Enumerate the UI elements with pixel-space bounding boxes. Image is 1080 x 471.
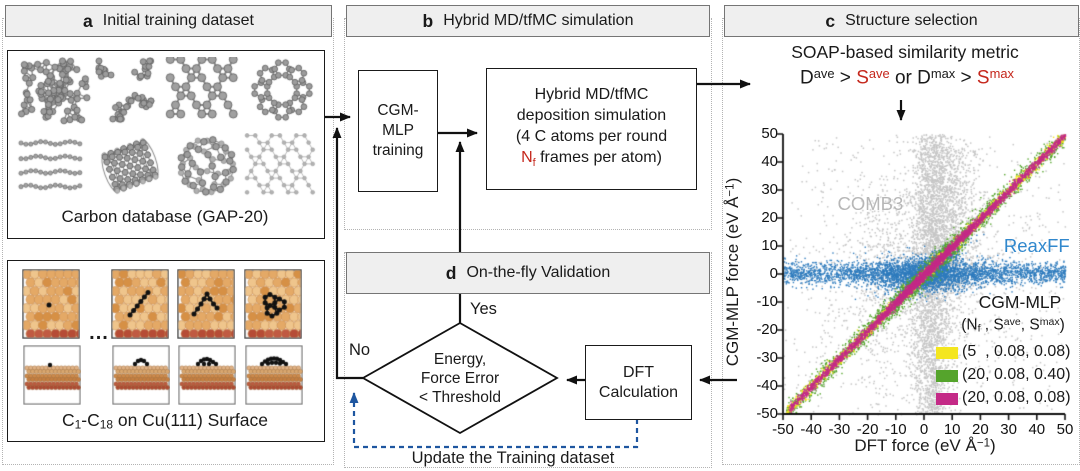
carbon-nanoring <box>244 57 320 125</box>
cu-slab-topview-carbon-chain <box>111 269 169 339</box>
no-label: No <box>349 341 371 359</box>
soap-metric-subtitle: SOAP-based similarity metric <box>791 42 1019 62</box>
xtick-label: 40 <box>1028 421 1046 438</box>
diamond-label: Energy,Force Error< Threshold <box>418 351 501 406</box>
ytick-label: 50 <box>761 125 778 142</box>
header-b-letter: b <box>422 10 434 31</box>
legend-swatch <box>936 393 958 405</box>
cu-slab-sideview-single-atom <box>23 345 81 405</box>
ytick-label: -40 <box>756 377 778 394</box>
update-dataset-label: Update the Training dataset <box>411 449 615 467</box>
xtick-label: 50 <box>1056 421 1074 438</box>
legend-swatch <box>936 370 958 382</box>
legend-entry-label: (20, 0.08, 0.40) <box>962 366 1071 383</box>
cu-slab-sideview-branched-cluster <box>178 345 236 405</box>
header-a-letter: a <box>83 10 93 31</box>
arrow-update-dataset-dashed <box>349 392 639 449</box>
header-d: d On-the-fly Validation <box>346 252 710 294</box>
cu-slab-sideview-carbon-chain <box>112 345 170 405</box>
header-a-title: Initial training dataset <box>102 12 254 29</box>
ytick-label: -50 <box>756 405 778 422</box>
fullerene <box>169 133 245 201</box>
xtick-label: -30 <box>828 421 851 438</box>
ytick-label: 0 <box>769 265 778 282</box>
header-b-title: Hybrid MD/tfMC simulation <box>443 12 634 29</box>
header-b: b Hybrid MD/tfMC simulation <box>346 5 710 37</box>
carbon-nanotube <box>93 133 169 201</box>
legend-entry-label: (20, 0.08, 0.08) <box>962 389 1071 406</box>
xtick-label: 10 <box>943 421 961 438</box>
legend-swatch <box>936 347 958 359</box>
ellipsis: ... <box>89 322 109 344</box>
header-d-letter: d <box>445 262 457 283</box>
ytick-label: -20 <box>756 321 778 338</box>
ytick-label: 10 <box>761 237 778 254</box>
series-label-comb3: COMB3 <box>837 193 904 214</box>
xtick-label: 20 <box>972 421 989 438</box>
xtick-label: -40 <box>800 421 823 438</box>
x-axis-label: DFT force (eV Å−1) <box>854 436 996 455</box>
header-c-letter: c <box>825 10 836 31</box>
carbon-database-caption: Carbon database (GAP-20) <box>61 207 269 226</box>
legend-title: CGM-MLP <box>978 292 1062 312</box>
xtick-label: -10 <box>884 421 907 438</box>
cu-slab-sideview-ring-cluster <box>245 345 303 405</box>
amorphous-carbon <box>16 57 92 125</box>
graphene-sheet <box>243 133 319 201</box>
ytick-label: 30 <box>761 181 778 198</box>
header-d-title: On-the-fly Validation <box>466 264 611 281</box>
xtick-label: 0 <box>919 421 929 438</box>
scatter-plot-canvas <box>758 124 1074 424</box>
branched-carbon-clusters <box>95 57 171 125</box>
cu-surface-caption: C1-C18 on Cu(111) Surface <box>62 410 268 432</box>
legend-header: (Nf , Save, Smax) <box>961 316 1065 335</box>
ytick-label: 40 <box>761 153 778 170</box>
header-a: a Initial training dataset <box>5 5 332 37</box>
similarity-formula: Dave > Save or Dmax > Smax <box>799 66 1014 89</box>
header-c: c Structure selection <box>724 5 1079 37</box>
cu-slab-topview-branched-cluster <box>177 269 235 339</box>
ytick-label: 20 <box>761 209 778 226</box>
header-c-title: Structure selection <box>845 12 978 29</box>
ytick-label: -10 <box>756 293 778 310</box>
arrow-no-feedback-loop <box>332 127 363 380</box>
xtick-label: -20 <box>856 421 879 438</box>
xtick-label: -50 <box>772 421 794 438</box>
graphene-flake <box>165 57 241 125</box>
yes-label: Yes <box>470 300 497 318</box>
ytick-label: -30 <box>756 349 778 366</box>
legend-entry-label: (5 , 0.08, 0.08) <box>962 343 1071 360</box>
series-label-reaxff: ReaxFF <box>1003 235 1070 256</box>
deposition-box-lastline: Nf frames per atom) <box>521 149 662 169</box>
carbon-chains <box>16 133 92 201</box>
cu-slab-topview-ring-cluster <box>244 269 302 339</box>
decision-diamond <box>361 321 559 435</box>
xtick-label: 30 <box>1000 421 1017 438</box>
cu-slab-topview-single-atom <box>22 269 80 339</box>
